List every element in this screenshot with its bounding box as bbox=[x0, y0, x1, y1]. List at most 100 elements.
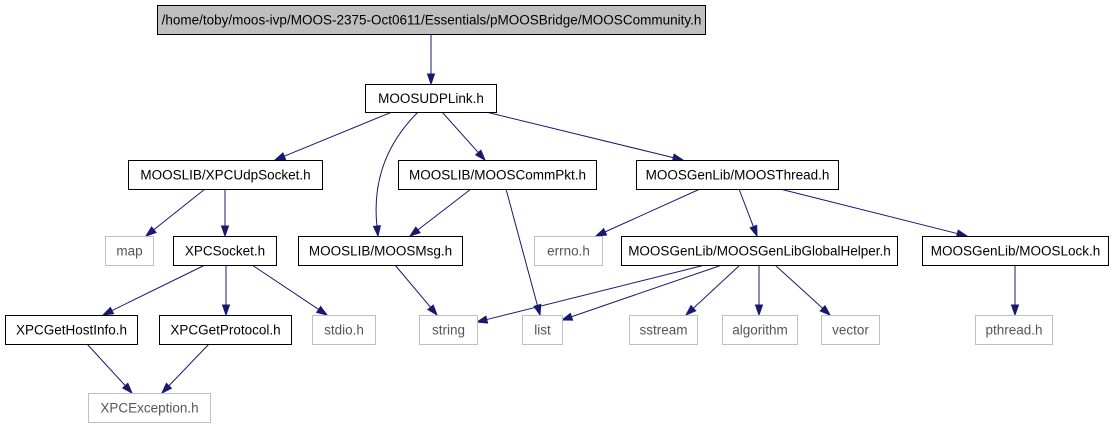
arrowhead bbox=[220, 225, 230, 238]
arrowhead bbox=[408, 226, 421, 237]
node-xpcudp[interactable]: MOOSLIB/XPCUdpSocket.h bbox=[128, 160, 323, 190]
node-box bbox=[157, 5, 706, 35]
arrowhead bbox=[427, 304, 438, 317]
edge-globalhelper-to-list bbox=[560, 264, 723, 321]
edge-line bbox=[774, 264, 823, 309]
node-label: MOOSGenLib/MOOSGenLibGlobalHelper.h bbox=[628, 244, 891, 259]
arrowhead bbox=[475, 315, 489, 324]
arrowhead bbox=[101, 306, 115, 316]
node-label: string bbox=[432, 323, 465, 338]
node-label: pthread.h bbox=[985, 323, 1042, 338]
arrowhead bbox=[749, 224, 758, 238]
arrowhead bbox=[754, 304, 764, 317]
arrowhead bbox=[160, 382, 173, 395]
node-box bbox=[636, 160, 839, 190]
edge-thread-to-globalhelper bbox=[738, 188, 758, 238]
edge-line bbox=[284, 111, 393, 157]
node-list: list bbox=[522, 315, 563, 345]
edge-udplink-to-commpkt bbox=[441, 111, 487, 162]
arrowhead bbox=[560, 312, 574, 321]
node-box bbox=[365, 84, 497, 113]
edge-line bbox=[153, 188, 206, 231]
arrowhead bbox=[684, 304, 697, 317]
node-box bbox=[298, 236, 463, 266]
node-root[interactable]: /home/toby/moos-ivp/MOOS-2375-Oct0611/Es… bbox=[157, 5, 706, 35]
arrowhead bbox=[315, 305, 329, 316]
edge-xpcudp-to-map bbox=[144, 188, 206, 237]
node-label: map bbox=[116, 244, 142, 259]
node-label: MOOSLIB/XPCUdpSocket.h bbox=[140, 168, 310, 183]
arrowhead bbox=[144, 226, 157, 237]
node-moosmsg[interactable]: MOOSLIB/MOOSMsg.h bbox=[298, 236, 463, 266]
edge-line bbox=[505, 188, 538, 306]
arrowhead bbox=[121, 382, 134, 395]
node-globalhelper[interactable]: MOOSGenLib/MOOSGenLibGlobalHelper.h bbox=[621, 236, 898, 266]
edge-line bbox=[394, 264, 431, 308]
edge-xpcsocket-to-gethostinfo bbox=[101, 264, 206, 316]
node-box bbox=[629, 315, 698, 345]
node-lock[interactable]: MOOSGenLib/MOOSLock.h bbox=[922, 236, 1109, 266]
node-xpcexception: XPCException.h bbox=[88, 393, 211, 423]
node-box bbox=[5, 315, 138, 345]
edge-line bbox=[111, 264, 206, 312]
node-errno: errno.h bbox=[534, 236, 603, 266]
edge-udplink-to-xpcudp bbox=[273, 111, 393, 161]
edge-getprotocol-to-xpcexception bbox=[160, 343, 210, 395]
node-label: vector bbox=[832, 323, 869, 338]
edge-globalhelper-to-string bbox=[475, 264, 706, 324]
edge-lock-to-pthread bbox=[1010, 265, 1020, 317]
node-commpkt[interactable]: MOOSLIB/MOOSCommPkt.h bbox=[398, 160, 597, 190]
edge-thread-to-errno bbox=[594, 188, 701, 237]
arrowhead bbox=[594, 227, 608, 237]
node-box bbox=[534, 236, 603, 266]
node-pthread: pthread.h bbox=[975, 315, 1053, 345]
node-thread[interactable]: MOOSGenLib/MOOSThread.h bbox=[636, 160, 839, 190]
node-label: MOOSLIB/MOOSCommPkt.h bbox=[409, 168, 586, 183]
node-label: sstream bbox=[639, 323, 687, 338]
node-udplink[interactable]: MOOSUDPLink.h bbox=[365, 84, 497, 113]
edge-line bbox=[738, 188, 754, 227]
edge-moosmsg-to-string bbox=[394, 264, 438, 317]
arrowhead bbox=[474, 149, 487, 162]
node-label: MOOSGenLib/MOOSLock.h bbox=[931, 244, 1101, 259]
node-xpcsocket[interactable]: XPCSocket.h bbox=[173, 236, 277, 266]
node-label: MOOSGenLib/MOOSThread.h bbox=[646, 168, 830, 183]
edge-line bbox=[779, 188, 958, 235]
node-string: string bbox=[419, 315, 478, 345]
edge-globalhelper-to-vector bbox=[774, 264, 832, 317]
edge-xpcudp-to-xpcsocket bbox=[220, 189, 230, 238]
edge-line bbox=[571, 264, 723, 318]
edge-xpcsocket-to-stdio bbox=[251, 264, 329, 316]
node-box bbox=[88, 393, 211, 423]
node-label: XPCGetProtocol.h bbox=[170, 323, 280, 338]
edges-layer bbox=[86, 34, 1020, 395]
edge-thread-to-lock bbox=[779, 188, 969, 238]
node-label: MOOSLIB/MOOSMsg.h bbox=[309, 244, 452, 259]
node-box bbox=[173, 236, 277, 266]
edge-commpkt-to-moosmsg bbox=[408, 188, 472, 237]
node-label: errno.h bbox=[547, 244, 590, 259]
node-box bbox=[312, 315, 376, 345]
node-sstream: sstream bbox=[629, 315, 698, 345]
node-box bbox=[922, 236, 1109, 266]
edge-globalhelper-to-sstream bbox=[684, 264, 741, 317]
edge-globalhelper-to-algorithm bbox=[754, 265, 764, 317]
arrowhead bbox=[1010, 304, 1020, 317]
node-label: list bbox=[534, 323, 551, 338]
node-getprotocol[interactable]: XPCGetProtocol.h bbox=[159, 315, 292, 345]
node-box bbox=[821, 315, 880, 345]
edge-line bbox=[604, 188, 701, 233]
edge-line bbox=[168, 343, 210, 387]
arrowhead bbox=[221, 304, 231, 317]
arrowhead bbox=[955, 229, 969, 238]
node-box bbox=[419, 315, 478, 345]
node-box bbox=[722, 315, 798, 345]
nodes-layer: /home/toby/moos-ivp/MOOS-2375-Oct0611/Es… bbox=[5, 5, 1109, 423]
node-box bbox=[621, 236, 898, 266]
edge-xpcsocket-to-getprotocol bbox=[221, 265, 231, 317]
node-label: XPCException.h bbox=[100, 401, 198, 416]
node-gethostinfo[interactable]: XPCGetHostInfo.h bbox=[5, 315, 138, 345]
node-box bbox=[105, 236, 154, 266]
edge-line bbox=[441, 111, 479, 153]
edge-line bbox=[417, 188, 472, 231]
